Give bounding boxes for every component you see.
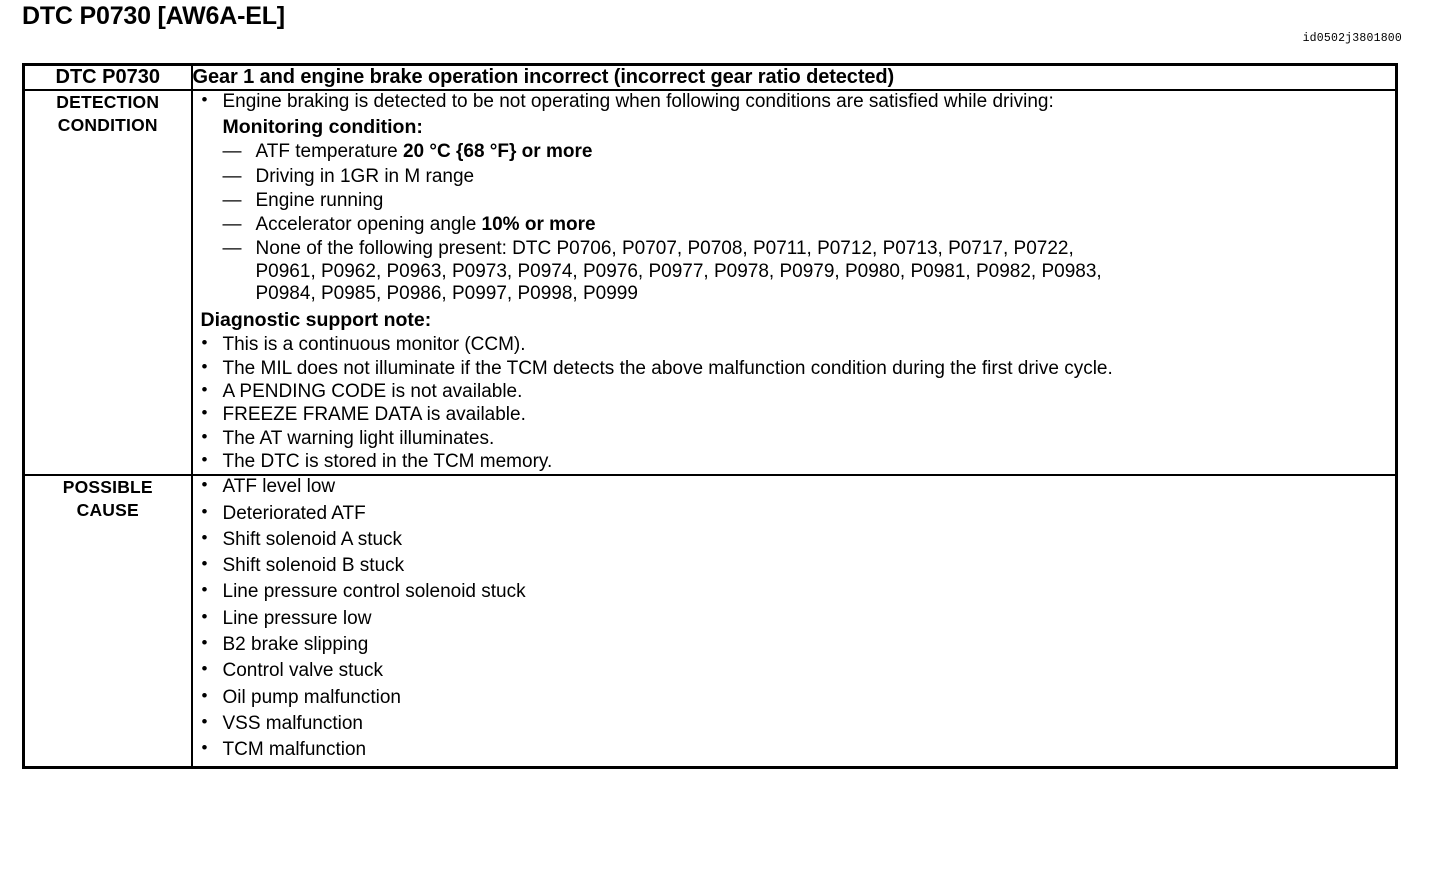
list-item: ATF temperature 20 °C {68 °F} or more: [193, 141, 1396, 164]
list-item: Deteriorated ATF: [193, 501, 1396, 525]
list-item: FREEZE FRAME DATA is available.: [193, 403, 1396, 426]
list-item: Driving in 1GR in M range: [193, 165, 1396, 189]
list-item: Line pressure low: [193, 607, 1396, 630]
possible-cause-label: POSSIBLE CAUSE: [22, 474, 193, 769]
monitoring-item-text-0: ATF temperature: [255, 141, 403, 163]
none-present-line-3: P0984, P0985, P0986, P0997, P0998, P0999: [255, 283, 638, 305]
detection-condition-label-line2: CONDITION: [57, 115, 158, 136]
list-item: ATF level low: [193, 475, 1396, 498]
list-item: Engine running: [193, 189, 1396, 213]
possible-cause-label-line2: CAUSE: [76, 500, 139, 521]
list-item: This is a continuous monitor (CCM).: [193, 333, 1396, 356]
list-item: B2 brake slipping: [193, 633, 1396, 656]
dtc-code-cell: DTC P0730: [22, 63, 193, 91]
detection-condition-row: DETECTION CONDITION Engine braking is de…: [22, 88, 1398, 477]
list-item: TCM malfunction: [193, 738, 1396, 761]
monitoring-condition-list: ATF temperature 20 °C {68 °F} or more Dr…: [193, 141, 1396, 305]
document-id: id0502j3801800: [1302, 32, 1402, 45]
diagnostic-support-note-heading: Diagnostic support note:: [200, 309, 432, 332]
dtc-table: DTC P0730 Gear 1 and engine brake operat…: [22, 63, 1398, 769]
detection-condition-label: DETECTION CONDITION: [22, 88, 193, 477]
detection-condition-label-line1: DETECTION: [56, 92, 160, 112]
list-item: Control valve stuck: [193, 659, 1396, 682]
list-item: The DTC is stored in the TCM memory.: [193, 450, 1396, 473]
possible-cause-row: POSSIBLE CAUSE ATF level low Deteriorate…: [22, 474, 1398, 769]
diagnostic-support-note-list: This is a continuous monitor (CCM). The …: [193, 333, 1396, 473]
detection-intro-list: Engine braking is detected to be not ope…: [193, 90, 1396, 113]
list-item: VSS malfunction: [193, 712, 1396, 735]
monitoring-item-text-1: Driving in 1GR in M range: [255, 165, 475, 187]
list-item: The MIL does not illuminate if the TCM d…: [193, 357, 1396, 380]
list-item: Engine braking is detected to be not ope…: [193, 90, 1396, 113]
table-header-row: DTC P0730 Gear 1 and engine brake operat…: [22, 63, 1398, 91]
none-present-line-2: P0961, P0962, P0963, P0973, P0974, P0976…: [255, 260, 1102, 282]
list-item: Shift solenoid B stuck: [193, 554, 1396, 577]
monitoring-item-bold-0: 20 °C {68 °F} or more: [402, 141, 593, 163]
possible-cause-label-line1: POSSIBLE: [62, 477, 153, 498]
dtc-description-cell: Gear 1 and engine brake operation incorr…: [190, 63, 1398, 91]
possible-cause-list: ATF level low Deteriorated ATF Shift sol…: [193, 475, 1396, 761]
list-item: A PENDING CODE is not available.: [193, 380, 1396, 403]
possible-cause-content: ATF level low Deteriorated ATF Shift sol…: [190, 474, 1398, 769]
list-item: Shift solenoid A stuck: [193, 528, 1396, 551]
monitoring-item-bold-3: 10% or more: [481, 214, 596, 236]
detection-condition-content: Engine braking is detected to be not ope…: [190, 88, 1398, 477]
list-item: Oil pump malfunction: [193, 686, 1396, 709]
list-item: Accelerator opening angle 10% or more: [193, 214, 1396, 237]
none-present-line-1: None of the following present: DTC P0706…: [255, 238, 1074, 260]
list-item: The AT warning light illuminates.: [193, 427, 1396, 450]
page-title: DTC P0730 [AW6A-EL]: [22, 2, 285, 30]
list-item: None of the following present: DTC P0706…: [193, 238, 1396, 305]
monitoring-condition-heading: Monitoring condition:: [222, 116, 423, 139]
monitoring-item-text-2: Engine running: [255, 189, 384, 211]
monitoring-item-text-3: Accelerator opening angle: [255, 214, 482, 236]
list-item: Line pressure control solenoid stuck: [193, 580, 1396, 603]
